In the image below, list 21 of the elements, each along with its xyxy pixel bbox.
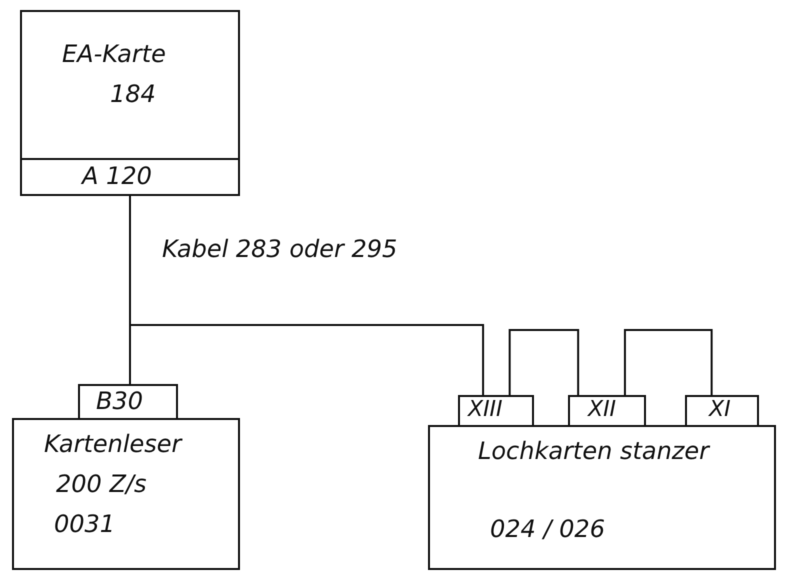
node-label: A 120 xyxy=(82,162,152,190)
connector-tab xyxy=(78,384,178,420)
punch-box xyxy=(428,425,776,570)
node-label: Lochkarten stanzer xyxy=(478,437,710,465)
node-label: B30 xyxy=(96,387,144,415)
node-label: 184 xyxy=(110,80,156,108)
connector-tab xyxy=(458,395,534,427)
node-label: 200 Z/s xyxy=(56,470,146,498)
node-label: XI xyxy=(709,397,731,422)
node-label: XIII xyxy=(468,397,503,422)
node-label: 024 / 026 xyxy=(490,515,605,543)
node-label: EA-Karte xyxy=(62,40,166,68)
node-label: 0031 xyxy=(54,510,116,538)
node-label: Kartenleser xyxy=(44,430,182,458)
cable-line xyxy=(508,329,580,395)
connector-tab xyxy=(685,395,759,427)
connector-tab xyxy=(568,395,646,427)
node-label: XII xyxy=(588,397,616,422)
reader-box xyxy=(12,418,240,570)
cable-line xyxy=(624,329,713,395)
card-box xyxy=(20,10,240,196)
